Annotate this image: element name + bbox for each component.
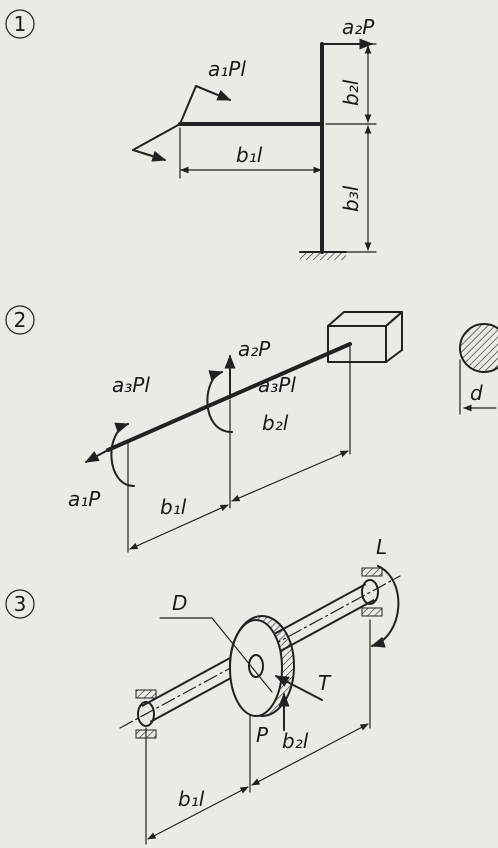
dim-b2l-label: b₂l (339, 79, 363, 106)
figure-1: 1 a₂P a₁Pl b₁l b₂l b₃l (5, 9, 377, 260)
moment-a1pl-label: a₁Pl (208, 57, 246, 81)
wall-block-top (327, 311, 403, 327)
figure-2: 2 a₁P a₃Pl a₂P a₃Pl b₁l b₂l d (5, 305, 498, 553)
force-a1p-arrow (84, 449, 109, 463)
dim-b2l-line (231, 450, 349, 502)
dim-b2l-line (251, 723, 369, 786)
gear-face (229, 619, 283, 717)
torque-l-symbol (370, 565, 400, 648)
figure-1-number: 1 (14, 12, 27, 36)
force-a2p-label: a₂P (342, 15, 375, 39)
dim-b1l-line (129, 504, 229, 550)
left-bearing-top (135, 689, 157, 699)
wall-block-front (327, 325, 387, 363)
dim-b2l-label: b₂l (282, 729, 309, 753)
right-bearing-top (361, 567, 383, 577)
figure-2-number: 2 (14, 308, 27, 332)
force-p-label: P (256, 723, 269, 747)
right-bearing-bottom (361, 607, 383, 617)
moment-left-symbol (110, 422, 135, 487)
shaft-axis (119, 575, 401, 729)
gear-hub (248, 654, 264, 678)
wall-block-side (385, 311, 403, 363)
figure-1-number-circle (5, 9, 35, 39)
figure-2-number-circle (5, 305, 35, 335)
moment-arrow-bottom (132, 149, 167, 162)
figure-3-number-circle (5, 589, 35, 619)
dim-b1l-label: b₁l (236, 143, 263, 167)
moment-right-label: a₃Pl (258, 373, 296, 397)
figure-3: 3 L D T P b₁l (5, 535, 401, 845)
dim-b3l-label: b₃l (339, 185, 363, 212)
moment-arrow-top (195, 85, 232, 101)
moment-symbol (132, 85, 231, 151)
torque-t-arrow (274, 675, 323, 701)
dim-b1l-label: b₁l (160, 495, 187, 519)
dim-b1l-label: b₁l (178, 787, 205, 811)
force-a1p-label: a₁P (68, 487, 101, 511)
torque-l-label: L (376, 535, 387, 559)
dim-d-label: d (470, 381, 483, 405)
moment-left-label: a₃Pl (112, 373, 150, 397)
ground-hatch (300, 253, 346, 260)
torque-t-label: T (318, 671, 332, 695)
cross-section-circle (459, 323, 498, 373)
dim-b1l-line (147, 786, 249, 840)
gear-diameter-label: D (172, 591, 187, 615)
moment-right-symbol (206, 370, 233, 433)
right-bearing-end (361, 579, 379, 605)
d-leader-diagonal (211, 617, 273, 693)
figure-3-number: 3 (14, 592, 27, 616)
left-bearing-end (137, 701, 155, 727)
force-a2p-label: a₂P (238, 337, 271, 361)
dim-b2l-label: b₂l (262, 411, 289, 435)
